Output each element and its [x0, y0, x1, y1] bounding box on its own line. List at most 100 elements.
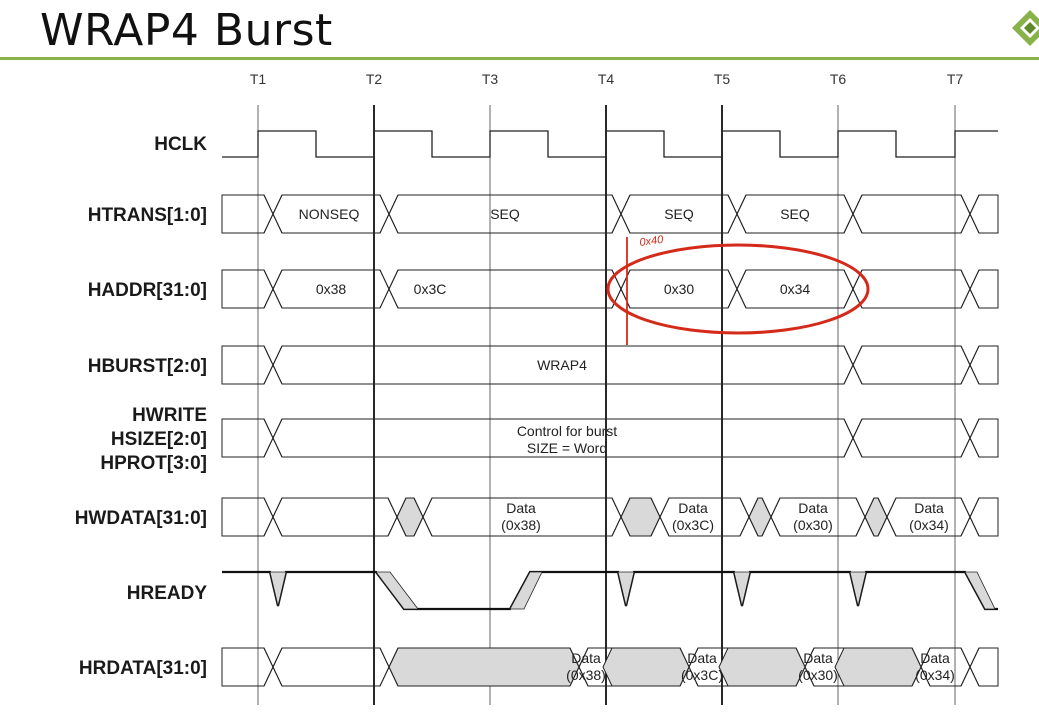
hwdata-segment [864, 497, 888, 537]
haddr-crossover [263, 269, 283, 309]
hrdata-value: (0x30) [798, 667, 838, 683]
hwdata-crossover [877, 497, 897, 537]
hwdata-crossover [413, 497, 433, 537]
haddr-value: 0x38 [316, 281, 347, 297]
signal-label: HRDATA[31:0] [79, 658, 207, 679]
hrdata-segment [969, 647, 999, 687]
clock-tick-label: T1 [250, 71, 267, 87]
red-annotations: 0x40 [606, 234, 870, 345]
hwdata-value: (0x3C) [672, 517, 714, 533]
htrans-crossover [379, 194, 399, 234]
hready-rise-shade [509, 571, 543, 610]
control-crossover [263, 418, 283, 458]
hwdata-crossover [761, 497, 781, 537]
clock-tick-label: T2 [366, 71, 383, 87]
signal-label: HBURST[2:0] [88, 356, 207, 377]
control-segment [852, 418, 971, 458]
hburst-segment [221, 345, 274, 385]
hready-waveform [222, 570, 998, 611]
haddr-crossover [379, 269, 399, 309]
hrdata-crossover [263, 647, 283, 687]
haddr-crossover [960, 269, 980, 309]
hwdata-crossover [387, 497, 407, 537]
htrans-crossover [960, 194, 980, 234]
haddr-segment [221, 269, 274, 309]
hwdata-crossover [739, 497, 759, 537]
hready-fall-shade [375, 571, 419, 610]
hrdata-segment [388, 647, 580, 687]
clock-tick-label: T3 [482, 71, 499, 87]
htrans-crossover [611, 194, 631, 234]
hwdata-value: Data [506, 500, 536, 516]
hburst-value: WRAP4 [537, 357, 587, 373]
clock-tick-label: T6 [830, 71, 847, 87]
control-segment [221, 418, 274, 458]
hrdata-value: Data [803, 650, 833, 666]
hwdata-value: (0x34) [909, 517, 949, 533]
htrans-segment [969, 194, 999, 234]
signal-label: HPROT[3:0] [100, 453, 207, 474]
hrdata-shade [834, 647, 922, 687]
hready-dip-shade [849, 571, 867, 607]
htrans-segment [852, 194, 971, 234]
hrdata-value: (0x3C) [681, 667, 723, 683]
haddr-crossover [727, 269, 747, 309]
hready-dip-shade [617, 571, 635, 607]
control-segment [969, 418, 999, 458]
hrdata-crossover [379, 647, 399, 687]
control-value: Control for burst [517, 423, 617, 439]
clock-grid [257, 105, 956, 705]
hrdata-value: Data [687, 650, 717, 666]
haddr-segment [969, 269, 999, 309]
hrdata-segment [272, 647, 390, 687]
hwdata-value: Data [678, 500, 708, 516]
handwritten-note: 0x40 [639, 234, 665, 249]
red-highlight-ellipse [606, 243, 870, 335]
hwdata-value: (0x38) [501, 517, 541, 533]
haddr-crossover [843, 269, 863, 309]
signal-label: HREADY [127, 583, 208, 604]
htrans-crossover [843, 194, 863, 234]
signal-label: HCLK [154, 134, 207, 155]
hburst-segment [969, 345, 999, 385]
htrans-crossover [263, 194, 283, 234]
hrdata-shade [602, 647, 690, 687]
hrdata-crossover [569, 647, 589, 687]
hrdata-shade [718, 647, 806, 687]
hwdata-crossover [611, 497, 631, 537]
hwdata-segment [272, 497, 398, 537]
htrans-crossover [727, 194, 747, 234]
clock-tick-label: T4 [598, 71, 615, 87]
hrdata-crossover [960, 647, 980, 687]
hclk-waveform [222, 130, 998, 158]
slide-title: WRAP4 Burst [40, 5, 333, 56]
signal-label: HTRANS[1:0] [88, 205, 207, 226]
hburst-segment [852, 345, 971, 385]
htrans-value: NONSEQ [299, 206, 360, 222]
control-value: SIZE = Word [527, 440, 607, 456]
hwdata-segment [969, 497, 999, 537]
hwdata-crossover [650, 497, 670, 537]
haddr-value: 0x34 [780, 281, 811, 297]
hwdata-segment [221, 497, 274, 537]
signal-label: HWDATA[31:0] [75, 508, 207, 529]
hready-dip-shade [733, 571, 751, 607]
hwdata-segment [396, 497, 424, 537]
hwdata-crossover [960, 497, 980, 537]
hwdata-value: (0x30) [793, 517, 833, 533]
title-underline [0, 57, 1039, 60]
hrdata-value: Data [571, 650, 601, 666]
signal-label: HADDR[31:0] [88, 280, 207, 301]
signal-label: HSIZE[2:0] [111, 429, 207, 450]
hrdata-value: (0x34) [915, 667, 955, 683]
htrans-value: SEQ [664, 206, 694, 222]
hwdata-value: Data [914, 500, 944, 516]
hwdata-crossover [855, 497, 875, 537]
hburst-crossover [263, 345, 283, 385]
hburst-crossover [960, 345, 980, 385]
haddr-value: 0x3C [414, 281, 447, 297]
htrans-value: SEQ [490, 206, 520, 222]
